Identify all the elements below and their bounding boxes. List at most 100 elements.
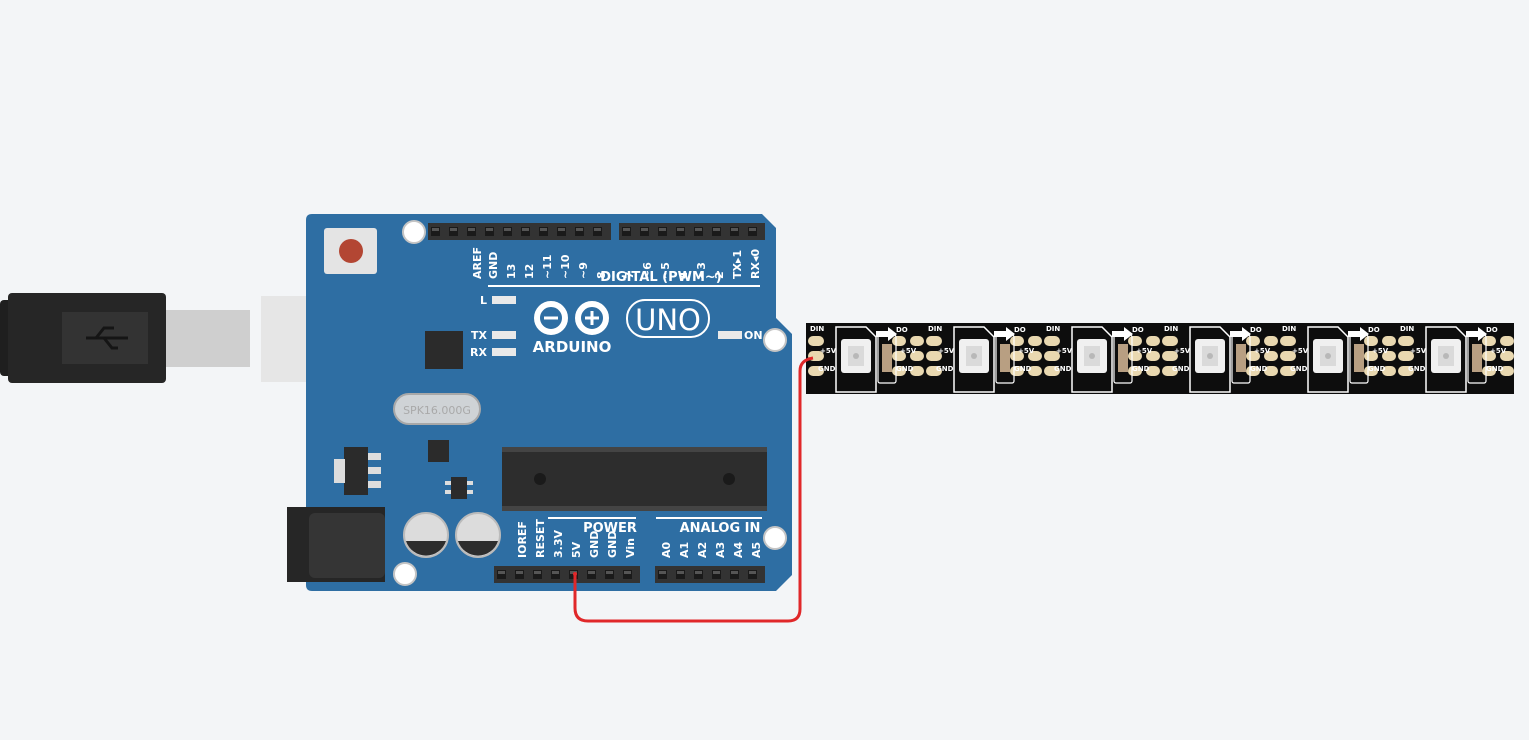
arrow-right-icon bbox=[1112, 327, 1133, 341]
usb-plug-metal bbox=[166, 310, 250, 367]
digital-header-label: DIGITAL (PWM~) bbox=[600, 270, 721, 285]
digital-pin-label: AREF bbox=[471, 247, 484, 279]
bottom-sockets[interactable] bbox=[497, 570, 757, 579]
analog-pin-label: A2 bbox=[696, 542, 709, 558]
reset-button[interactable] bbox=[324, 228, 377, 274]
power-pin-label: RESET bbox=[534, 519, 547, 558]
mounting-hole bbox=[763, 328, 787, 352]
mounting-hole bbox=[763, 526, 787, 550]
led-tx-label: TX bbox=[471, 329, 488, 342]
digital-sockets[interactable] bbox=[431, 227, 757, 236]
power-header-label: POWER bbox=[583, 521, 637, 536]
analog-pin-socket[interactable] bbox=[712, 570, 721, 579]
brand-label: ARDUINO bbox=[533, 338, 612, 356]
analog-pin-socket[interactable] bbox=[676, 570, 685, 579]
dc-power-jack bbox=[287, 507, 385, 582]
digital-pin-socket[interactable] bbox=[694, 227, 703, 236]
digital-pin-label: 4 bbox=[677, 271, 690, 279]
digital-pin-label: 8 bbox=[595, 271, 608, 279]
digital-pin-socket[interactable] bbox=[575, 227, 584, 236]
strip-pin-label: DO bbox=[1368, 326, 1380, 334]
digital-pin-socket[interactable] bbox=[730, 227, 739, 236]
analog-pin-socket[interactable] bbox=[730, 570, 739, 579]
led-rx-label: RX bbox=[470, 346, 487, 359]
power-pin-socket[interactable] bbox=[533, 570, 542, 579]
digital-pin-label: RX◂0 bbox=[749, 249, 762, 279]
digital-pin-label: 13 bbox=[505, 264, 518, 279]
analog-pin-socket[interactable] bbox=[748, 570, 757, 579]
arrow-right-icon bbox=[1466, 327, 1487, 341]
analog-pin-socket[interactable] bbox=[694, 570, 703, 579]
power-pin-label: IOREF bbox=[516, 521, 529, 558]
digital-pin-label: ~9 bbox=[577, 262, 590, 279]
voltage-regulator bbox=[334, 447, 381, 495]
digital-pin-socket[interactable] bbox=[622, 227, 631, 236]
strip-pin-label: GND bbox=[1172, 365, 1190, 373]
strip-body bbox=[806, 323, 1514, 394]
strip-pin-label: GND bbox=[1290, 365, 1308, 373]
digital-pin-label: ~5 bbox=[659, 262, 672, 279]
power-pin-socket[interactable] bbox=[551, 570, 560, 579]
strip-pin-label: GND bbox=[936, 365, 954, 373]
transistor bbox=[445, 477, 473, 499]
strip-pin-label: DIN bbox=[1400, 325, 1414, 333]
digital-pin-label: ~3 bbox=[695, 262, 708, 279]
analog-pin-label: A5 bbox=[750, 542, 763, 558]
strip-pin-label: DO bbox=[1132, 326, 1144, 334]
digital-pin-socket[interactable] bbox=[712, 227, 721, 236]
strip-pin-label: GND bbox=[1250, 365, 1268, 373]
digital-pin-socket[interactable] bbox=[503, 227, 512, 236]
digital-pin-socket[interactable] bbox=[431, 227, 440, 236]
strip-pin-label: +5V bbox=[1372, 347, 1389, 355]
power-pin-socket[interactable] bbox=[515, 570, 524, 579]
strip-pin-label: DIN bbox=[928, 325, 942, 333]
model-badge bbox=[626, 299, 710, 338]
digital-pin-socket[interactable] bbox=[557, 227, 566, 236]
strip-pin-label: GND bbox=[1486, 365, 1504, 373]
digital-pin-socket[interactable] bbox=[539, 227, 548, 236]
strip-pin-label: +5V bbox=[1018, 347, 1035, 355]
digital-pin-socket[interactable] bbox=[593, 227, 602, 236]
analog-pin-label: A3 bbox=[714, 542, 727, 558]
strip-pin-label: GND bbox=[1014, 365, 1032, 373]
power-pin-socket[interactable] bbox=[497, 570, 506, 579]
power-pin-socket[interactable] bbox=[605, 570, 614, 579]
digital-pin-socket[interactable] bbox=[485, 227, 494, 236]
digital-pin-socket[interactable] bbox=[467, 227, 476, 236]
digital-pin-socket[interactable] bbox=[640, 227, 649, 236]
power-pin-label: GND bbox=[588, 531, 601, 558]
power-pin-socket[interactable] bbox=[623, 570, 632, 579]
digital-pin-socket[interactable] bbox=[748, 227, 757, 236]
strip-pin-label: +5V bbox=[820, 347, 837, 355]
strip-pin-label: GND bbox=[1408, 365, 1426, 373]
arrow-right-icon bbox=[1348, 327, 1369, 341]
strip-pin-label: +5V bbox=[900, 347, 917, 355]
digital-pin-socket[interactable] bbox=[658, 227, 667, 236]
capacitor bbox=[403, 512, 449, 558]
neopixel-strip[interactable]: DIN +5V GND DO +5V GND DIN +5V GND DO +5V GND DIN +5V… bbox=[806, 323, 1514, 394]
analog-pin-label: A0 bbox=[660, 541, 673, 558]
strip-pin-label: DO bbox=[1486, 326, 1498, 334]
wire-5v[interactable] bbox=[573, 356, 814, 623]
strip-pin-label: +5V bbox=[1056, 347, 1073, 355]
digital-pin-socket[interactable] bbox=[449, 227, 458, 236]
digital-pin-label: 7 bbox=[623, 271, 636, 279]
digital-pin-socket[interactable] bbox=[676, 227, 685, 236]
power-pin-label: 5V bbox=[570, 541, 583, 558]
strip-pin-label: +5V bbox=[1410, 347, 1427, 355]
analog-pin-socket[interactable] bbox=[658, 570, 667, 579]
digital-pin-label: TX▸1 bbox=[731, 250, 744, 279]
power-pin-socket[interactable] bbox=[587, 570, 596, 579]
digital-pin-socket[interactable] bbox=[521, 227, 530, 236]
strip-pin-label: DO bbox=[1250, 326, 1262, 334]
strip-pin-label: DIN bbox=[810, 325, 824, 333]
